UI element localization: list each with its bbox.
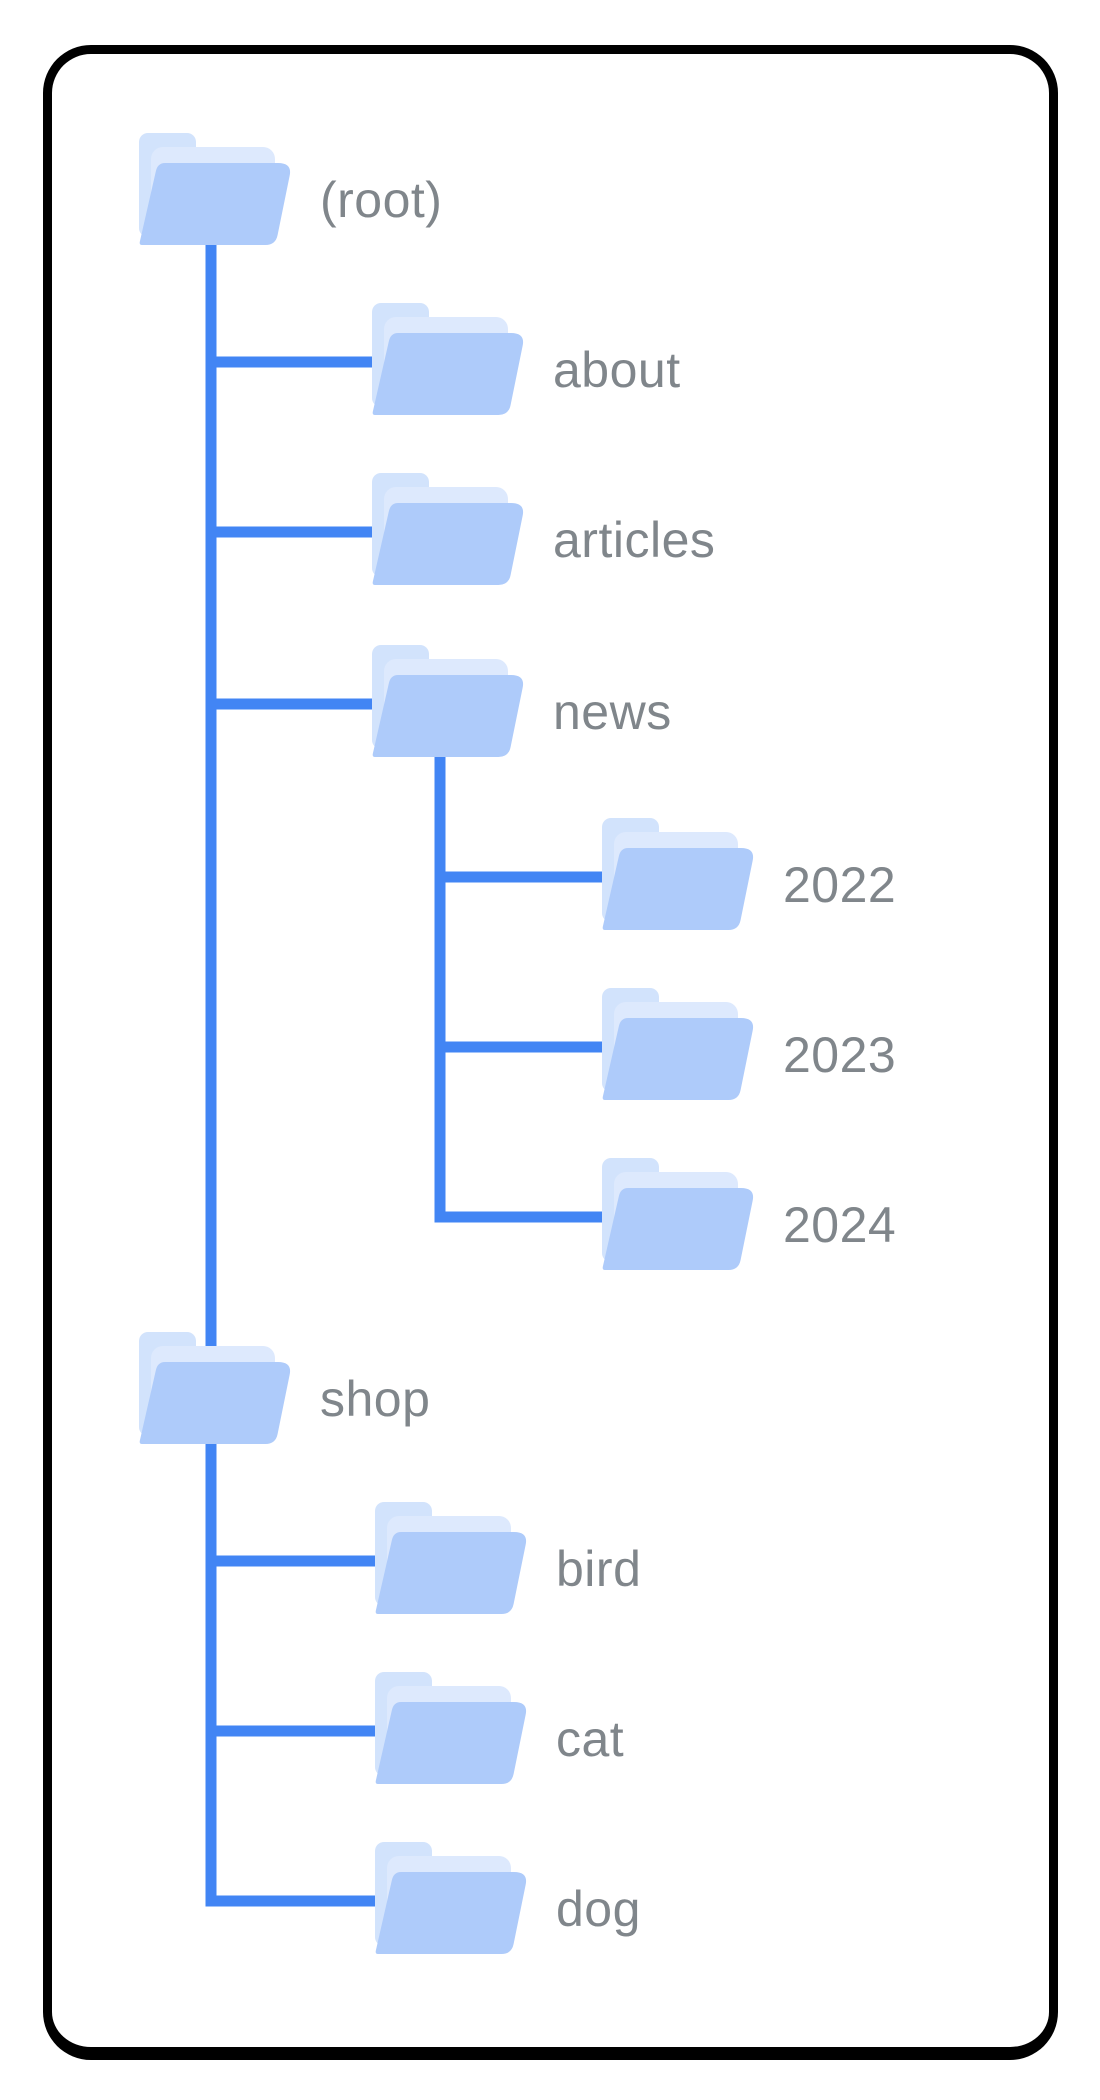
folder-label: dog [556,1881,641,1937]
folder-label: about [553,342,681,398]
folder-icon [372,473,526,585]
tree-node-2023: 2023 [602,988,1100,1100]
folder-label: 2023 [783,1027,897,1083]
tree-node-shop: shop [139,1332,899,1444]
folder-label: (root) [320,172,443,228]
tree-node-cat: cat [375,1672,1100,1784]
folder-icon [375,1672,529,1784]
tree-node-about: about [372,303,1100,415]
folder-icon [602,818,756,930]
tree-node-bird: bird [375,1502,1100,1614]
folder-label: cat [556,1711,625,1767]
folder-icon [372,645,526,757]
folder-label: articles [553,512,716,568]
tree-node-2024: 2024 [602,1158,1100,1270]
folder-label: 2024 [783,1197,897,1253]
folder-label: news [553,684,672,740]
folder-icon [375,1842,529,1954]
tree-node-2022: 2022 [602,818,1100,930]
tree-node-news: news [372,645,1100,757]
folder-icon [375,1502,529,1614]
folder-icon [139,133,293,245]
folder-label: shop [320,1371,431,1427]
folder-icon [602,988,756,1100]
tree-node-root: (root) [139,133,899,245]
folder-icon [139,1332,293,1444]
tree-node-articles: articles [372,473,1100,585]
tree-node-dog: dog [375,1842,1100,1954]
folder-label: bird [556,1541,642,1597]
folder-icon [602,1158,756,1270]
folder-label: 2022 [783,857,897,913]
folder-icon [372,303,526,415]
